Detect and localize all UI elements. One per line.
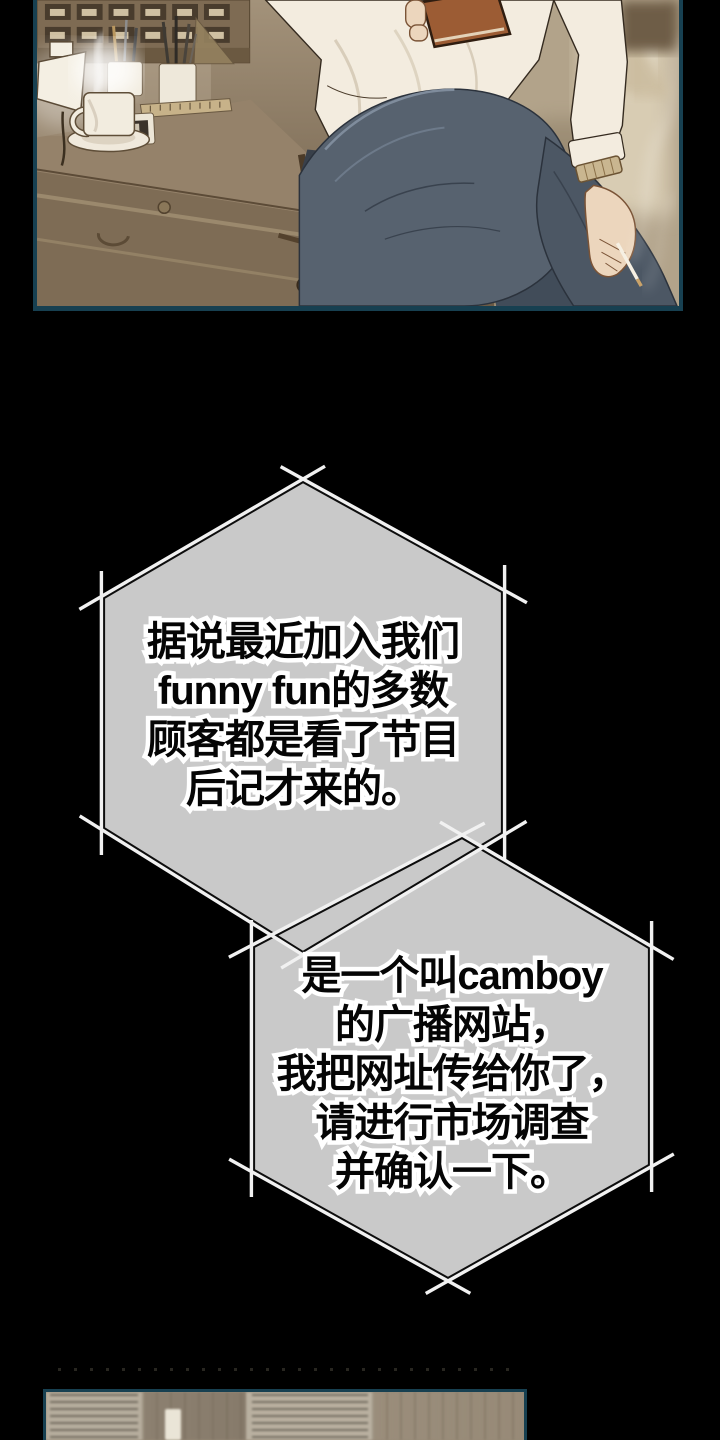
- bubble-text-line: 并确认一下。并确认一下。: [331, 1146, 575, 1199]
- bubble-text-line: 后记才来的。后记才来的。: [182, 763, 426, 816]
- steam-glow: [74, 41, 139, 98]
- cigarette: [615, 242, 639, 280]
- drawer-handle: [96, 232, 130, 247]
- drawer-knob: [157, 200, 171, 215]
- desk-scene-illustration: [37, 0, 679, 306]
- bubble-text-line: 请进行市场调查请进行市场调查: [311, 1097, 594, 1150]
- white-card: [165, 1409, 181, 1440]
- wood-strip: [372, 1392, 524, 1440]
- wristwatch: [575, 155, 623, 183]
- hand: [584, 184, 643, 287]
- seated-man: [264, 0, 679, 306]
- coffee-cup: [67, 32, 151, 153]
- smoke-wisp: [627, 36, 679, 264]
- comic-panel-bottom: [43, 1389, 527, 1440]
- wood-strip: [142, 1392, 248, 1440]
- bubble-text-line: 我把网址传给你了，我把网址传给你了，: [272, 1048, 633, 1101]
- bubble-text-line: 据说最近加入我们据说最近加入我们: [143, 616, 465, 669]
- bubble-edge-line: [279, 465, 528, 605]
- bubble-text-line: 的广播网站，的广播网站，: [331, 999, 575, 1052]
- hand-holding-book: [405, 0, 427, 29]
- film-perforation-dots: [58, 1368, 516, 1371]
- newspaper-right-text: [252, 1394, 368, 1440]
- bubble-edge-line: [78, 464, 326, 611]
- bubble-text-line: 顾客都是看了节目顾客都是看了节目: [143, 714, 465, 767]
- brown-book: [405, 0, 512, 49]
- newspaper-left-text: [50, 1394, 138, 1440]
- comic-panel-top: [33, 0, 683, 311]
- newspaper-photo: [46, 1392, 524, 1440]
- pencil-cup-2: [158, 15, 197, 109]
